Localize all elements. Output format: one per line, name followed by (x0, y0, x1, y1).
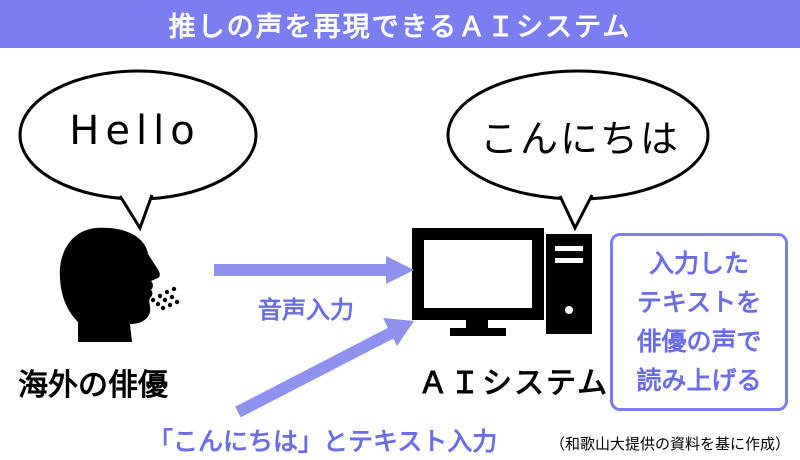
computer-tower-icon (546, 234, 592, 334)
actor-label: 海外の俳優 (18, 368, 168, 403)
speech-bubble-left (18, 69, 258, 232)
description-line: 入力した (648, 249, 749, 278)
voice-input-label: 音声入力 (258, 296, 354, 324)
speech-bubble-right (446, 69, 710, 232)
text-input-arrow (235, 318, 414, 418)
description-line: 俳優の声で (636, 327, 762, 356)
description-box: 入力した テキストを 俳優の声で 読み上げる (610, 233, 788, 411)
description-line: テキストを (636, 288, 762, 317)
system-label: ＡＩシステム (418, 366, 610, 401)
voice-input-arrow (214, 256, 414, 284)
page-title: 推しの声を再現できるＡＩシステム (0, 0, 800, 48)
description-line: 読み上げる (636, 366, 762, 395)
source-credit: （和歌山大提供の資料を基に作成） (549, 435, 790, 453)
speech-bubble-left-text: Hello (69, 108, 201, 154)
speaking-head-icon (59, 227, 180, 342)
text-input-label: 「こんにちは」とテキスト入力 (148, 427, 498, 456)
computer-monitor-icon (412, 228, 544, 336)
speech-bubble-right-text: こんにちは (479, 117, 680, 161)
